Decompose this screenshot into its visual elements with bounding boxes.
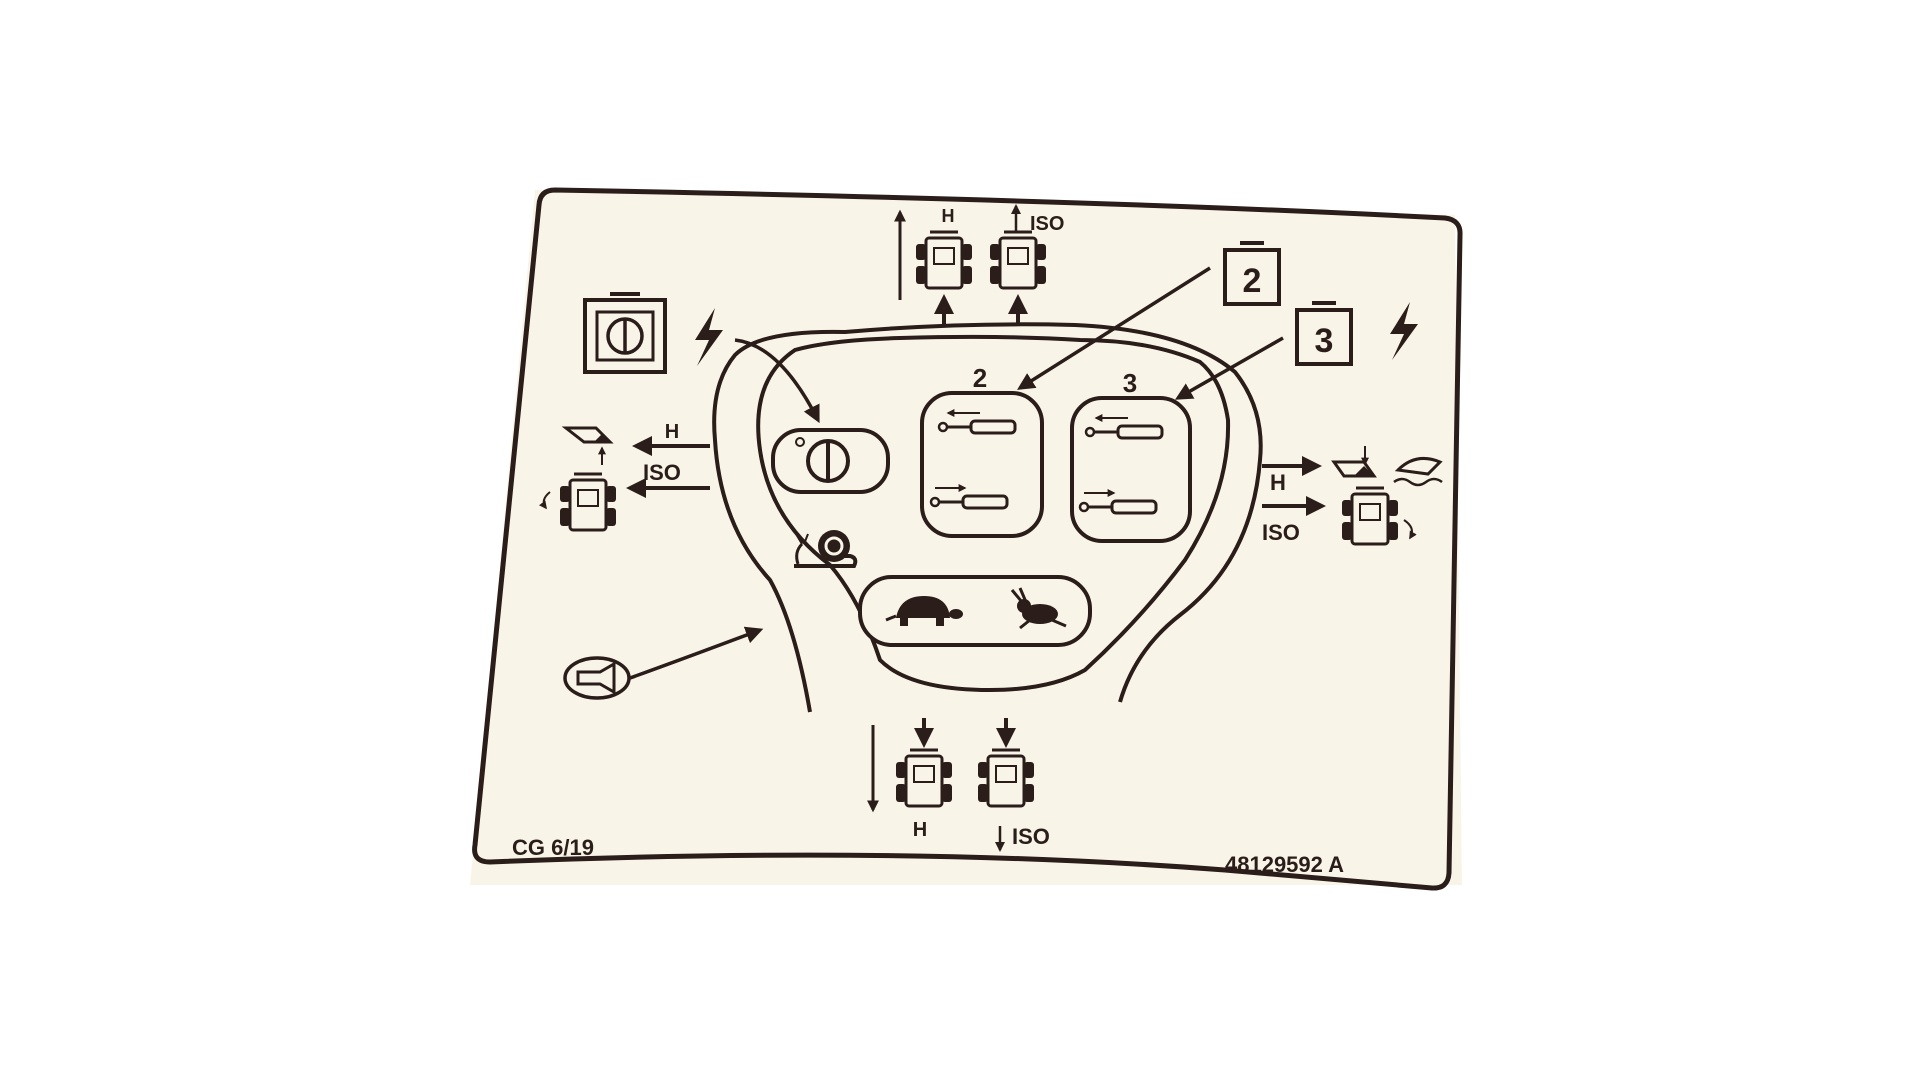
loader-bucket-float-icon [1393,456,1443,487]
button-3-label: 3 [1123,368,1137,398]
battery-3-arrow [1174,336,1284,400]
key-switch-icon [806,439,850,483]
auxiliary-button-2: 2 [920,363,1044,538]
key-switch-button [771,428,890,494]
battery-2-icon: 2 [1223,241,1281,306]
bottom-h-label: H [913,819,927,841]
top-h-label: H [942,206,955,226]
right-h-label: H [1270,470,1286,495]
loader-bucket-icon [561,426,614,444]
joystick-outline [712,322,1263,713]
horn-icon [563,656,631,700]
battery-2-arrow [1017,266,1211,390]
auxiliary-button-3: 3 [1070,368,1192,543]
bottom-iso-label: ISO [1012,824,1050,849]
horn-arrow [629,626,764,680]
battery-3-icon: 3 [1295,301,1353,366]
decal-revision-code: CG 6/19 [512,835,594,860]
left-h-label: H [665,421,679,443]
right-iso-label: ISO [1262,520,1300,545]
turtle-icon [885,596,963,626]
battery-2-label: 2 [1243,262,1262,300]
top-iso-label: ISO [1030,213,1064,235]
battery-3-label: 3 [1315,322,1334,360]
key-switch-arrow [734,338,820,424]
joystick-inner-outline [756,334,1231,693]
left-iso-label: ISO [643,460,681,485]
button-2-label: 2 [973,363,987,393]
snail-icon [794,530,858,568]
decal-part-number: 48129592 A [1225,852,1344,877]
speed-toggle-button [858,575,1092,647]
battery-key-icon [583,292,667,374]
loader-bucket-icon [1331,460,1377,478]
rabbit-icon [1010,587,1067,630]
decal-border [472,187,1463,891]
